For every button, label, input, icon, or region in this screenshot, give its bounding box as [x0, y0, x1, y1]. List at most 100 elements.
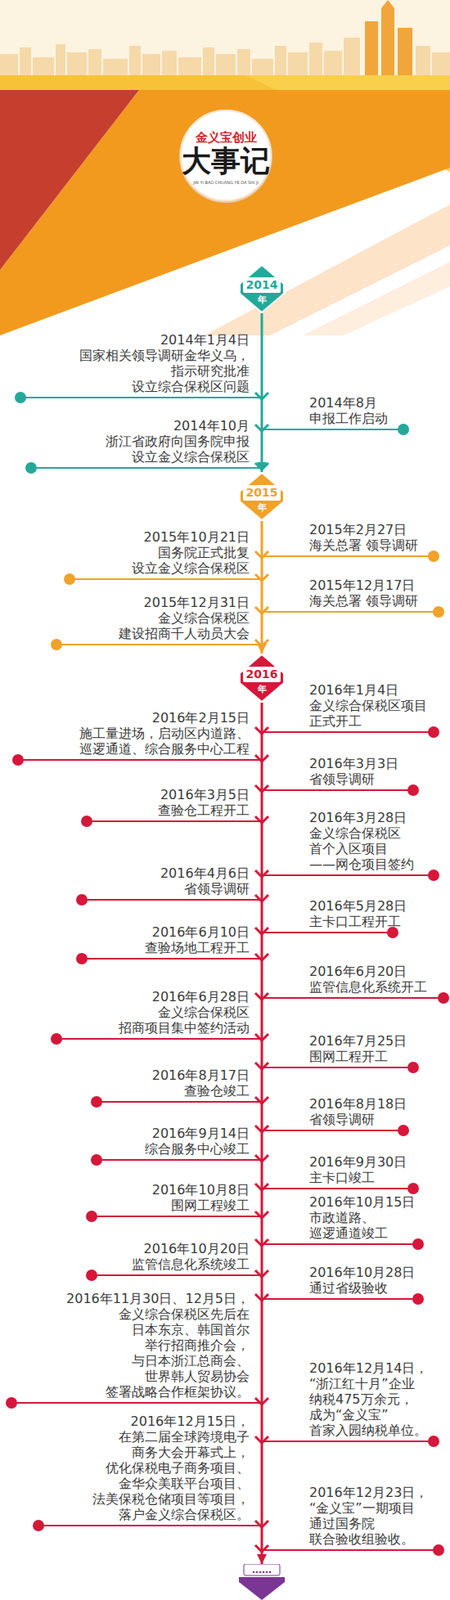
- event-line: [20, 396, 262, 399]
- timeline-chevron: [255, 816, 269, 824]
- event-line: [261, 428, 404, 431]
- event-text: 2014年10月 浙江省政府向国务院申报 设立金义综合保税区: [103, 418, 250, 465]
- event-dot: [427, 550, 440, 563]
- event-dot: [85, 1210, 98, 1223]
- banner-stripe: [204, 204, 450, 336]
- event-line: [96, 1101, 262, 1103]
- title-text: 金义宝创业: [178, 130, 274, 144]
- event-text: 2016年11月30日、12月5日， 金义综合保税区先后在 日本东京、韩国首尔 …: [63, 1291, 250, 1400]
- timeline-chevron: [255, 1545, 269, 1553]
- event-text: 2016年6月28日 金义综合保税区 招商项目集中签约活动: [116, 989, 250, 1036]
- event-dot: [432, 606, 445, 618]
- event-dot: [407, 1062, 419, 1074]
- event-text: 2016年2月15日 施工量进场，启动区内道路、 巡逻通道、综合服务中心工程: [76, 710, 250, 757]
- event-text: 2016年7月25日 围网工程开工: [309, 1033, 410, 1065]
- timeline-segment: [261, 521, 264, 654]
- event-line: [261, 931, 393, 934]
- event-dot: [407, 784, 419, 797]
- event-dot: [25, 462, 37, 474]
- event-text: 2016年10月20日 监管信息化系统竣工: [129, 1241, 250, 1273]
- timeline-chevron: [255, 1034, 269, 1041]
- event-dot: [412, 1238, 424, 1251]
- timeline-chevron: [255, 392, 269, 400]
- event-line: [261, 997, 444, 999]
- event-dot: [14, 391, 27, 404]
- event-dot: [412, 1293, 424, 1305]
- event-dot: [397, 423, 410, 436]
- event-line: [261, 731, 434, 734]
- event-line: [31, 467, 262, 469]
- towers: [364, 0, 413, 76]
- event-text: 2016年12月15日， 在第二届全球跨境电子 商务大会开幕式上， 优化保税电子…: [90, 1413, 250, 1523]
- event-dot: [12, 754, 24, 766]
- event-dot: [427, 726, 440, 738]
- timeline-chevron: [255, 1294, 269, 1301]
- event-text: 2014年1月4日 国家相关领导调研金华义乌， 指示研究批准 设立综合保税区问题: [76, 332, 250, 395]
- timeline-chevron: [255, 607, 269, 614]
- timeline-chevron: [255, 895, 269, 902]
- timeline-segment: [261, 313, 264, 473]
- event-dot: [397, 1125, 410, 1137]
- event-dot: [76, 894, 88, 906]
- timeline-chevron: [255, 463, 269, 470]
- event-text: 2015年12月17日 海关总署 领导调研: [309, 577, 422, 609]
- timeline-chevron: [255, 1155, 269, 1162]
- event-text: 2015年10月21日 国务院正式批复 设立金义综合保税区: [129, 529, 250, 576]
- timeline-segment: [261, 702, 264, 1565]
- event-dot: [76, 953, 88, 965]
- event-line: [261, 1440, 434, 1443]
- timeline-chevron: [255, 1211, 269, 1219]
- event-text: 2015年2月27日 海关总署 领导调研: [309, 522, 422, 554]
- title-pinyin: JIN YI BAO CHUANG YE DA SHI JI: [178, 180, 274, 185]
- sky: [0, 0, 450, 76]
- timeline-chevron: [255, 1398, 269, 1405]
- event-line: [11, 1402, 262, 1404]
- timeline-chevron: [255, 424, 269, 432]
- event-text: 2016年9月30日 主卡口竣工: [309, 1154, 410, 1186]
- banner-orange: [0, 90, 450, 336]
- event-text: 2016年12月14日， “浙江红十月”企业 纳税475万余元， 成为“金义宝”…: [309, 1360, 432, 1439]
- event-text: 2016年10月8日 围网工程竣工: [148, 1182, 250, 1214]
- timeline-chevron: [255, 755, 269, 762]
- event-line: [261, 611, 439, 613]
- event-line: [96, 1159, 262, 1161]
- event-dot: [90, 1096, 103, 1108]
- event-dot: [427, 869, 440, 882]
- timeline-chevron: [255, 1436, 269, 1444]
- timeline-chevron: [255, 1097, 269, 1104]
- event-line: [91, 1274, 262, 1277]
- event-dot: [90, 1154, 103, 1166]
- continue-text: ……: [237, 1564, 287, 1576]
- year-unit: 年: [238, 684, 285, 695]
- event-line: [91, 1215, 262, 1218]
- event-dot: [81, 815, 93, 828]
- event-dot: [85, 1269, 98, 1282]
- event-line: [261, 1549, 439, 1552]
- year-text: 2014: [238, 277, 285, 293]
- event-line: [81, 899, 262, 901]
- event-line: [261, 874, 434, 877]
- circle-shadow: [179, 109, 273, 203]
- event-line: [69, 578, 262, 581]
- timeline-chevron: [255, 954, 269, 961]
- badge-shape: [239, 654, 284, 702]
- year-badge: 2014年: [238, 264, 285, 314]
- event-line: [56, 643, 262, 646]
- event-text: 2016年9月14日 综合服务中心竣工: [142, 1125, 250, 1157]
- event-text: 2016年6月20日 监管信息化系统开工: [309, 963, 430, 995]
- event-dot: [32, 1520, 45, 1532]
- timeline-chevron: [255, 927, 269, 935]
- event-dot: [50, 639, 63, 651]
- continue-badge: ……: [237, 1564, 287, 1600]
- event-dot: [407, 1183, 419, 1195]
- year-badge: 2016年: [238, 653, 285, 703]
- timeline-chevron: [255, 639, 269, 647]
- event-line: [86, 820, 262, 823]
- event-line: [261, 1066, 414, 1069]
- event-dot: [432, 1544, 445, 1557]
- banner-stripe: [302, 261, 450, 336]
- event-dot: [437, 992, 450, 1004]
- title-circle: 金义宝创业大事记JIN YI BAO CHUANG YE DA SHI JI: [178, 108, 274, 203]
- badge-shape: [239, 265, 284, 313]
